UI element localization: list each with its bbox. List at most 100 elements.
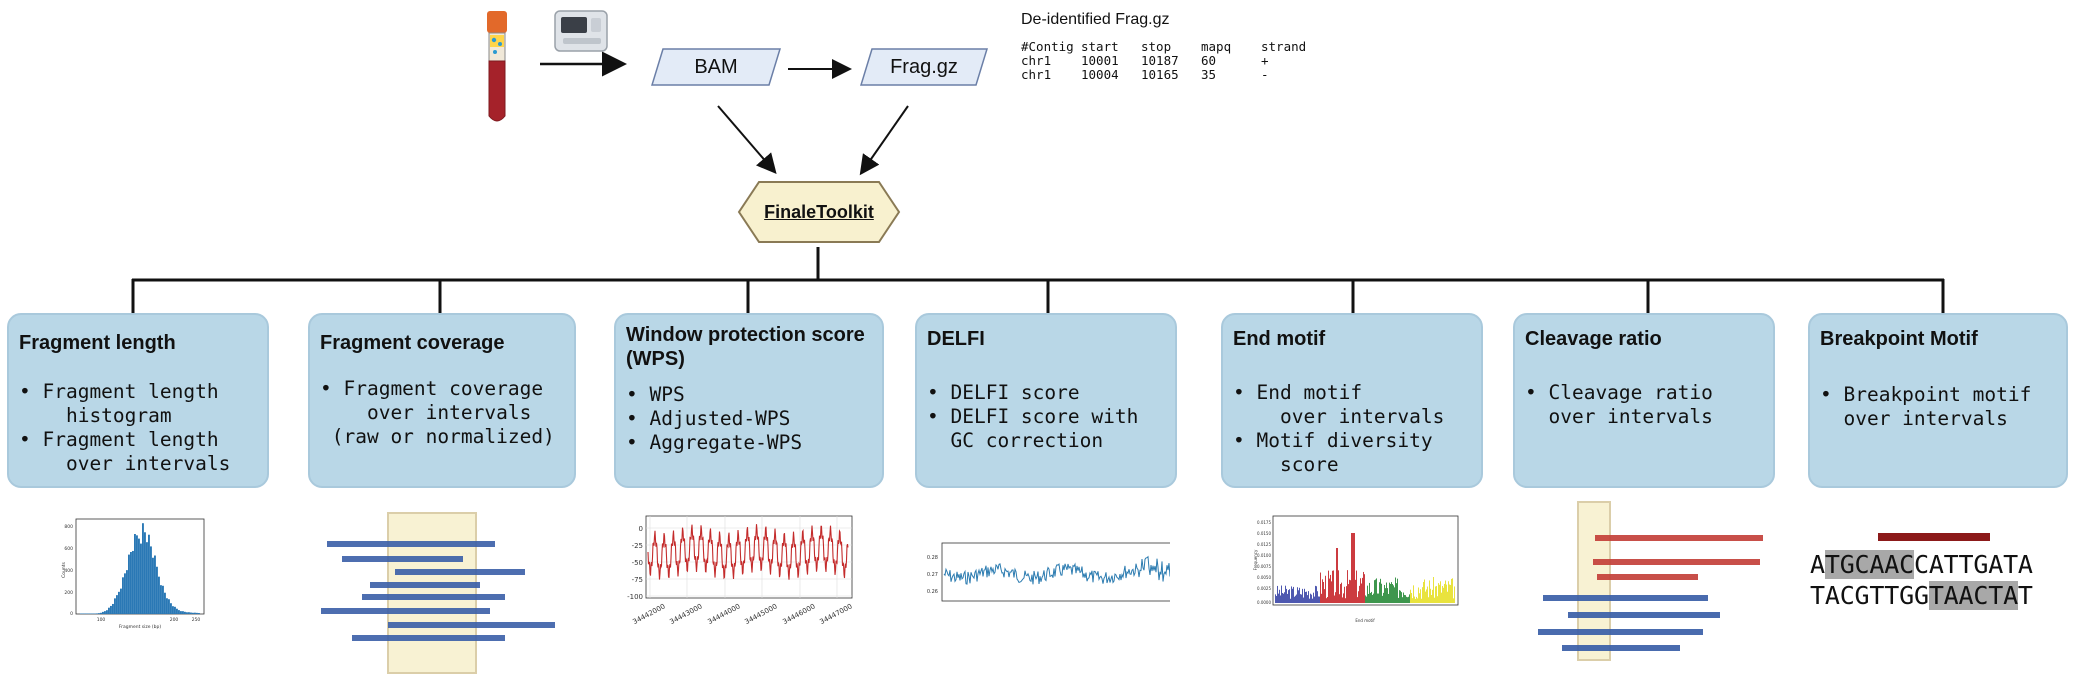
fragment-coverage-illustration — [321, 512, 555, 674]
motif-bar — [1315, 585, 1316, 603]
motif-bar — [1433, 577, 1434, 603]
motif-bar — [1443, 587, 1444, 603]
hist-bar — [168, 599, 170, 614]
list-item: • Breakpoint motif — [1820, 383, 2032, 406]
hist-bar — [86, 613, 88, 614]
svg-text:0.0075: 0.0075 — [1257, 564, 1271, 569]
motif-bar — [1336, 548, 1337, 603]
motif-bar — [1340, 584, 1341, 603]
svg-text:-75: -75 — [632, 576, 643, 584]
motif-bar — [1286, 588, 1287, 603]
motif-bar — [1427, 586, 1428, 603]
svg-text:200: 200 — [64, 590, 73, 596]
motif-bar — [1338, 570, 1339, 603]
motif-bar — [1311, 594, 1312, 603]
svg-text:End motif: End motif — [1355, 618, 1375, 623]
hist-bar — [118, 591, 120, 614]
hist-bar — [194, 612, 196, 614]
motif-bar — [1327, 596, 1328, 603]
card-title: Window protection score(WPS) — [626, 324, 865, 370]
motif-bar — [1402, 597, 1403, 603]
hist-bar — [146, 542, 148, 614]
list-item: • Fragment coverage — [320, 377, 544, 400]
hist-bar — [130, 552, 132, 614]
bam-box: BAM — [651, 48, 781, 86]
motif-bar — [1345, 598, 1346, 603]
motif-bar — [1313, 592, 1314, 603]
motif-bar — [1297, 587, 1298, 603]
frag-box: Frag.gz — [860, 48, 988, 86]
motif-bar — [1398, 597, 1399, 603]
motif-bar — [1280, 595, 1281, 603]
motif-bar — [1403, 592, 1404, 603]
motif-bar — [1314, 596, 1315, 603]
motif-bar — [1392, 584, 1393, 603]
sequencer-icon — [554, 10, 608, 52]
motif-bar — [1420, 589, 1421, 603]
motif-bar — [1400, 590, 1401, 603]
motif-bar — [1295, 595, 1296, 603]
motif-bar — [1305, 591, 1306, 603]
svg-text:34444000: 34444000 — [706, 602, 741, 626]
motif-bar — [1412, 598, 1413, 603]
motif-bar — [1409, 594, 1410, 603]
motif-bar — [1393, 585, 1394, 603]
motif-bar — [1405, 595, 1406, 603]
motif-bar — [1377, 593, 1378, 603]
motif-bar — [1356, 570, 1357, 603]
motif-bar — [1275, 594, 1276, 603]
motif-bar — [1431, 595, 1432, 603]
motif-bar — [1307, 595, 1308, 603]
svg-text:34443000: 34443000 — [668, 602, 703, 626]
hist-bar — [116, 595, 118, 614]
svg-text:800: 800 — [64, 524, 73, 530]
hist-bar — [144, 532, 146, 614]
bam-tool-arrow — [717, 105, 777, 175]
motif-bar — [1380, 578, 1381, 603]
list-item: • End motif — [1233, 381, 1363, 404]
motif-bar — [1331, 581, 1332, 603]
hist-bar — [108, 607, 110, 614]
motif-bar — [1372, 594, 1373, 603]
motif-bar — [1424, 579, 1425, 603]
motif-bar — [1406, 596, 1407, 603]
hist-bar — [100, 612, 102, 614]
motif-bar — [1284, 592, 1285, 603]
motif-bar — [1399, 590, 1400, 603]
hist-bar — [150, 546, 152, 614]
motif-bar — [1277, 585, 1278, 603]
hist-bar — [158, 576, 160, 614]
list-item: • WPS — [626, 383, 685, 406]
motif-bar — [1378, 593, 1379, 603]
hist-bar — [112, 603, 114, 614]
motif-bar — [1282, 592, 1283, 603]
motif-bar — [1362, 577, 1363, 603]
motif-bar — [1449, 584, 1450, 603]
motif-bar — [1326, 598, 1327, 603]
svg-text:0.27: 0.27 — [927, 572, 938, 578]
motif-bar — [1288, 590, 1289, 603]
motif-bar — [1330, 574, 1331, 603]
motif-bar — [1335, 592, 1336, 603]
motif-bar — [1302, 588, 1303, 603]
svg-text:0.0000: 0.0000 — [1257, 600, 1271, 605]
hist-bar — [128, 554, 130, 614]
frag-label: Frag.gz — [890, 55, 958, 78]
motif-bar — [1292, 588, 1293, 603]
list-item: over intervals — [1843, 407, 2008, 430]
motif-bar — [1347, 570, 1348, 603]
motif-bar — [1281, 585, 1282, 603]
hist-bar — [180, 611, 182, 614]
svg-text:0: 0 — [639, 525, 643, 533]
list-item: GC correction — [950, 429, 1104, 452]
svg-text:0.0150: 0.0150 — [1257, 531, 1271, 536]
motif-bar — [1415, 598, 1416, 603]
motif-bar — [1414, 596, 1415, 603]
motif-bar — [1411, 592, 1412, 603]
motif-bar — [1306, 591, 1307, 603]
motif-bar — [1389, 582, 1390, 603]
motif-bar — [1369, 582, 1370, 603]
motif-bar — [1435, 586, 1436, 603]
